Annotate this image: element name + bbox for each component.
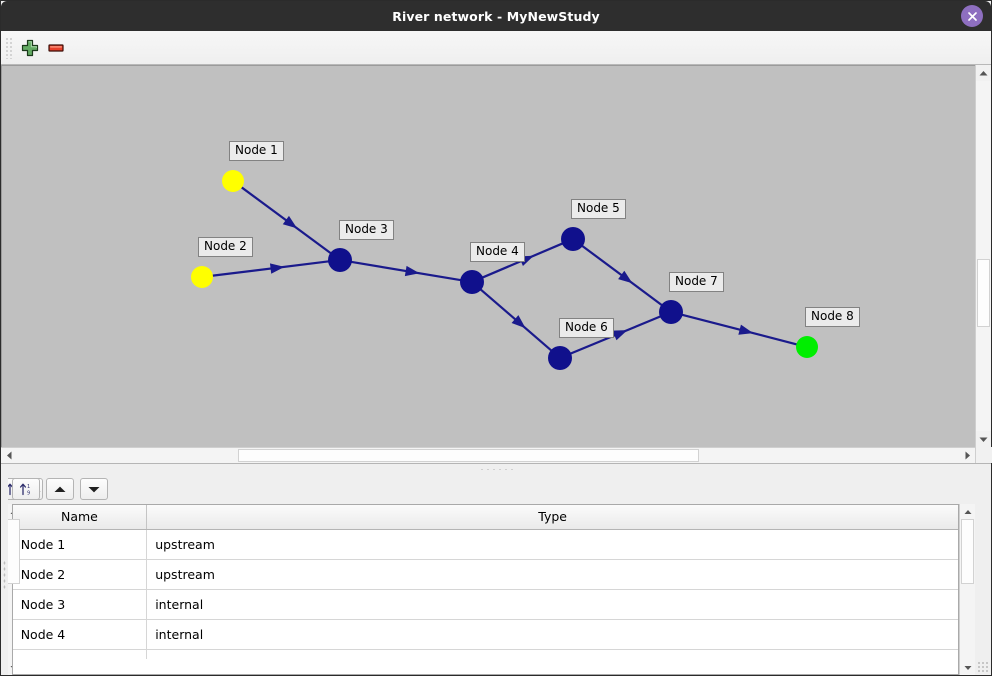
graph-node[interactable]: [328, 248, 352, 272]
graph-vscroll-thumb[interactable]: [977, 259, 990, 327]
window-titlebar: River network - MyNewStudy: [1, 1, 991, 31]
scroll-up-icon[interactable]: [976, 65, 991, 81]
graph-node-label[interactable]: Node 5: [571, 199, 626, 219]
node-toolbar: 1 9: [8, 474, 991, 504]
node-move-up-icon[interactable]: [45, 478, 74, 500]
close-icon[interactable]: [961, 5, 983, 27]
graph-edge-arrowhead: [511, 315, 526, 329]
graph-horizontal-scrollbar[interactable]: [1, 447, 975, 463]
node-cell[interactable]: [12, 649, 148, 659]
add-plus-icon[interactable]: [17, 35, 43, 61]
scrollbar-corner: [976, 447, 992, 463]
network-graph-svg: [191, 170, 818, 370]
main-toolbar: [1, 31, 991, 65]
graph-node[interactable]: [460, 270, 484, 294]
table-row[interactable]: [12, 649, 959, 659]
graph-vscroll-track[interactable]: [976, 81, 991, 431]
graph-node[interactable]: [548, 346, 572, 370]
graph-edge-arrowhead: [738, 324, 754, 335]
splitter-grip: [479, 468, 513, 471]
toolbar-grip[interactable]: [5, 36, 13, 59]
graph-node[interactable]: [222, 170, 244, 192]
branch-scroll-track[interactable]: [6, 519, 21, 660]
node-sort-ascending-icon[interactable]: 1 9: [11, 478, 40, 500]
graph-node[interactable]: [796, 336, 818, 358]
svg-text:9: 9: [27, 490, 30, 496]
graph-hscroll-thumb[interactable]: [238, 449, 699, 462]
graph-node[interactable]: [561, 227, 585, 251]
svg-text:1: 1: [27, 484, 30, 490]
graph-node-label[interactable]: Node 4: [470, 242, 525, 262]
graph-edge-arrowhead: [404, 265, 420, 277]
graph-edge[interactable]: [211, 260, 330, 277]
node-cell[interactable]: upstream: [146, 529, 959, 560]
graph-edge-arrowhead: [282, 215, 298, 229]
window-title: River network - MyNewStudy: [392, 8, 600, 24]
window-resize-grip[interactable]: [977, 661, 989, 673]
node-table-scrollbar[interactable]: [959, 504, 976, 675]
graph-node-label[interactable]: Node 3: [339, 220, 394, 240]
graph-node-label[interactable]: Node 2: [198, 237, 253, 257]
panel-divider-grip: [2, 559, 6, 590]
node-column-header[interactable]: Name: [12, 505, 148, 530]
node-scroll-down-icon[interactable]: [960, 660, 975, 675]
graph-hscroll-track[interactable]: [17, 448, 959, 463]
node-move-down-icon[interactable]: [79, 478, 108, 500]
node-cell[interactable]: internal: [146, 619, 959, 650]
node-cell[interactable]: Node 2: [12, 559, 148, 590]
node-cell[interactable]: Node 4: [12, 619, 148, 650]
branch-table-scrollbar[interactable]: [5, 504, 21, 675]
node-scroll-thumb[interactable]: [961, 519, 975, 584]
horizontal-splitter[interactable]: [1, 474, 8, 675]
graph-node[interactable]: [659, 300, 683, 324]
node-column-header[interactable]: Type: [146, 505, 959, 530]
network-graph-panel: Node 1 Node 2 Node 3 Node 4 Node 5 Node 6 Node…: [1, 65, 992, 463]
graph-node-label[interactable]: Node 7: [669, 272, 724, 292]
node-cell[interactable]: upstream: [146, 559, 959, 590]
node-cell[interactable]: internal: [146, 589, 959, 620]
graph-edge-arrowhead: [269, 263, 285, 274]
graph-node-label[interactable]: Node 1: [229, 141, 284, 161]
graph-edges: [211, 186, 798, 355]
scroll-left-icon[interactable]: [1, 448, 17, 463]
node-scroll-up-icon[interactable]: [960, 504, 975, 519]
graph-edge-arrowhead: [618, 270, 633, 284]
remove-minus-icon[interactable]: [43, 35, 69, 61]
node-cell[interactable]: [146, 649, 959, 659]
graph-nodes: [191, 170, 818, 370]
graph-node-label[interactable]: Node 6: [559, 318, 614, 338]
node-cell[interactable]: Node 1: [12, 529, 148, 560]
network-graph-canvas[interactable]: Node 1 Node 2 Node 3 Node 4 Node 5 Node 6 Node…: [1, 65, 975, 447]
node-cell[interactable]: Node 3: [12, 589, 148, 620]
vertical-splitter[interactable]: [1, 463, 991, 474]
graph-edge[interactable]: [681, 313, 798, 346]
graph-node-label[interactable]: Node 8: [805, 307, 860, 327]
branch-scroll-thumb[interactable]: [7, 519, 20, 584]
scroll-right-icon[interactable]: [959, 448, 975, 463]
graph-node[interactable]: [191, 266, 213, 288]
node-scroll-track[interactable]: [960, 519, 975, 660]
graph-edge-arrowhead: [612, 330, 628, 341]
scroll-down-icon[interactable]: [976, 431, 991, 447]
graph-vertical-scrollbar[interactable]: [975, 65, 992, 463]
